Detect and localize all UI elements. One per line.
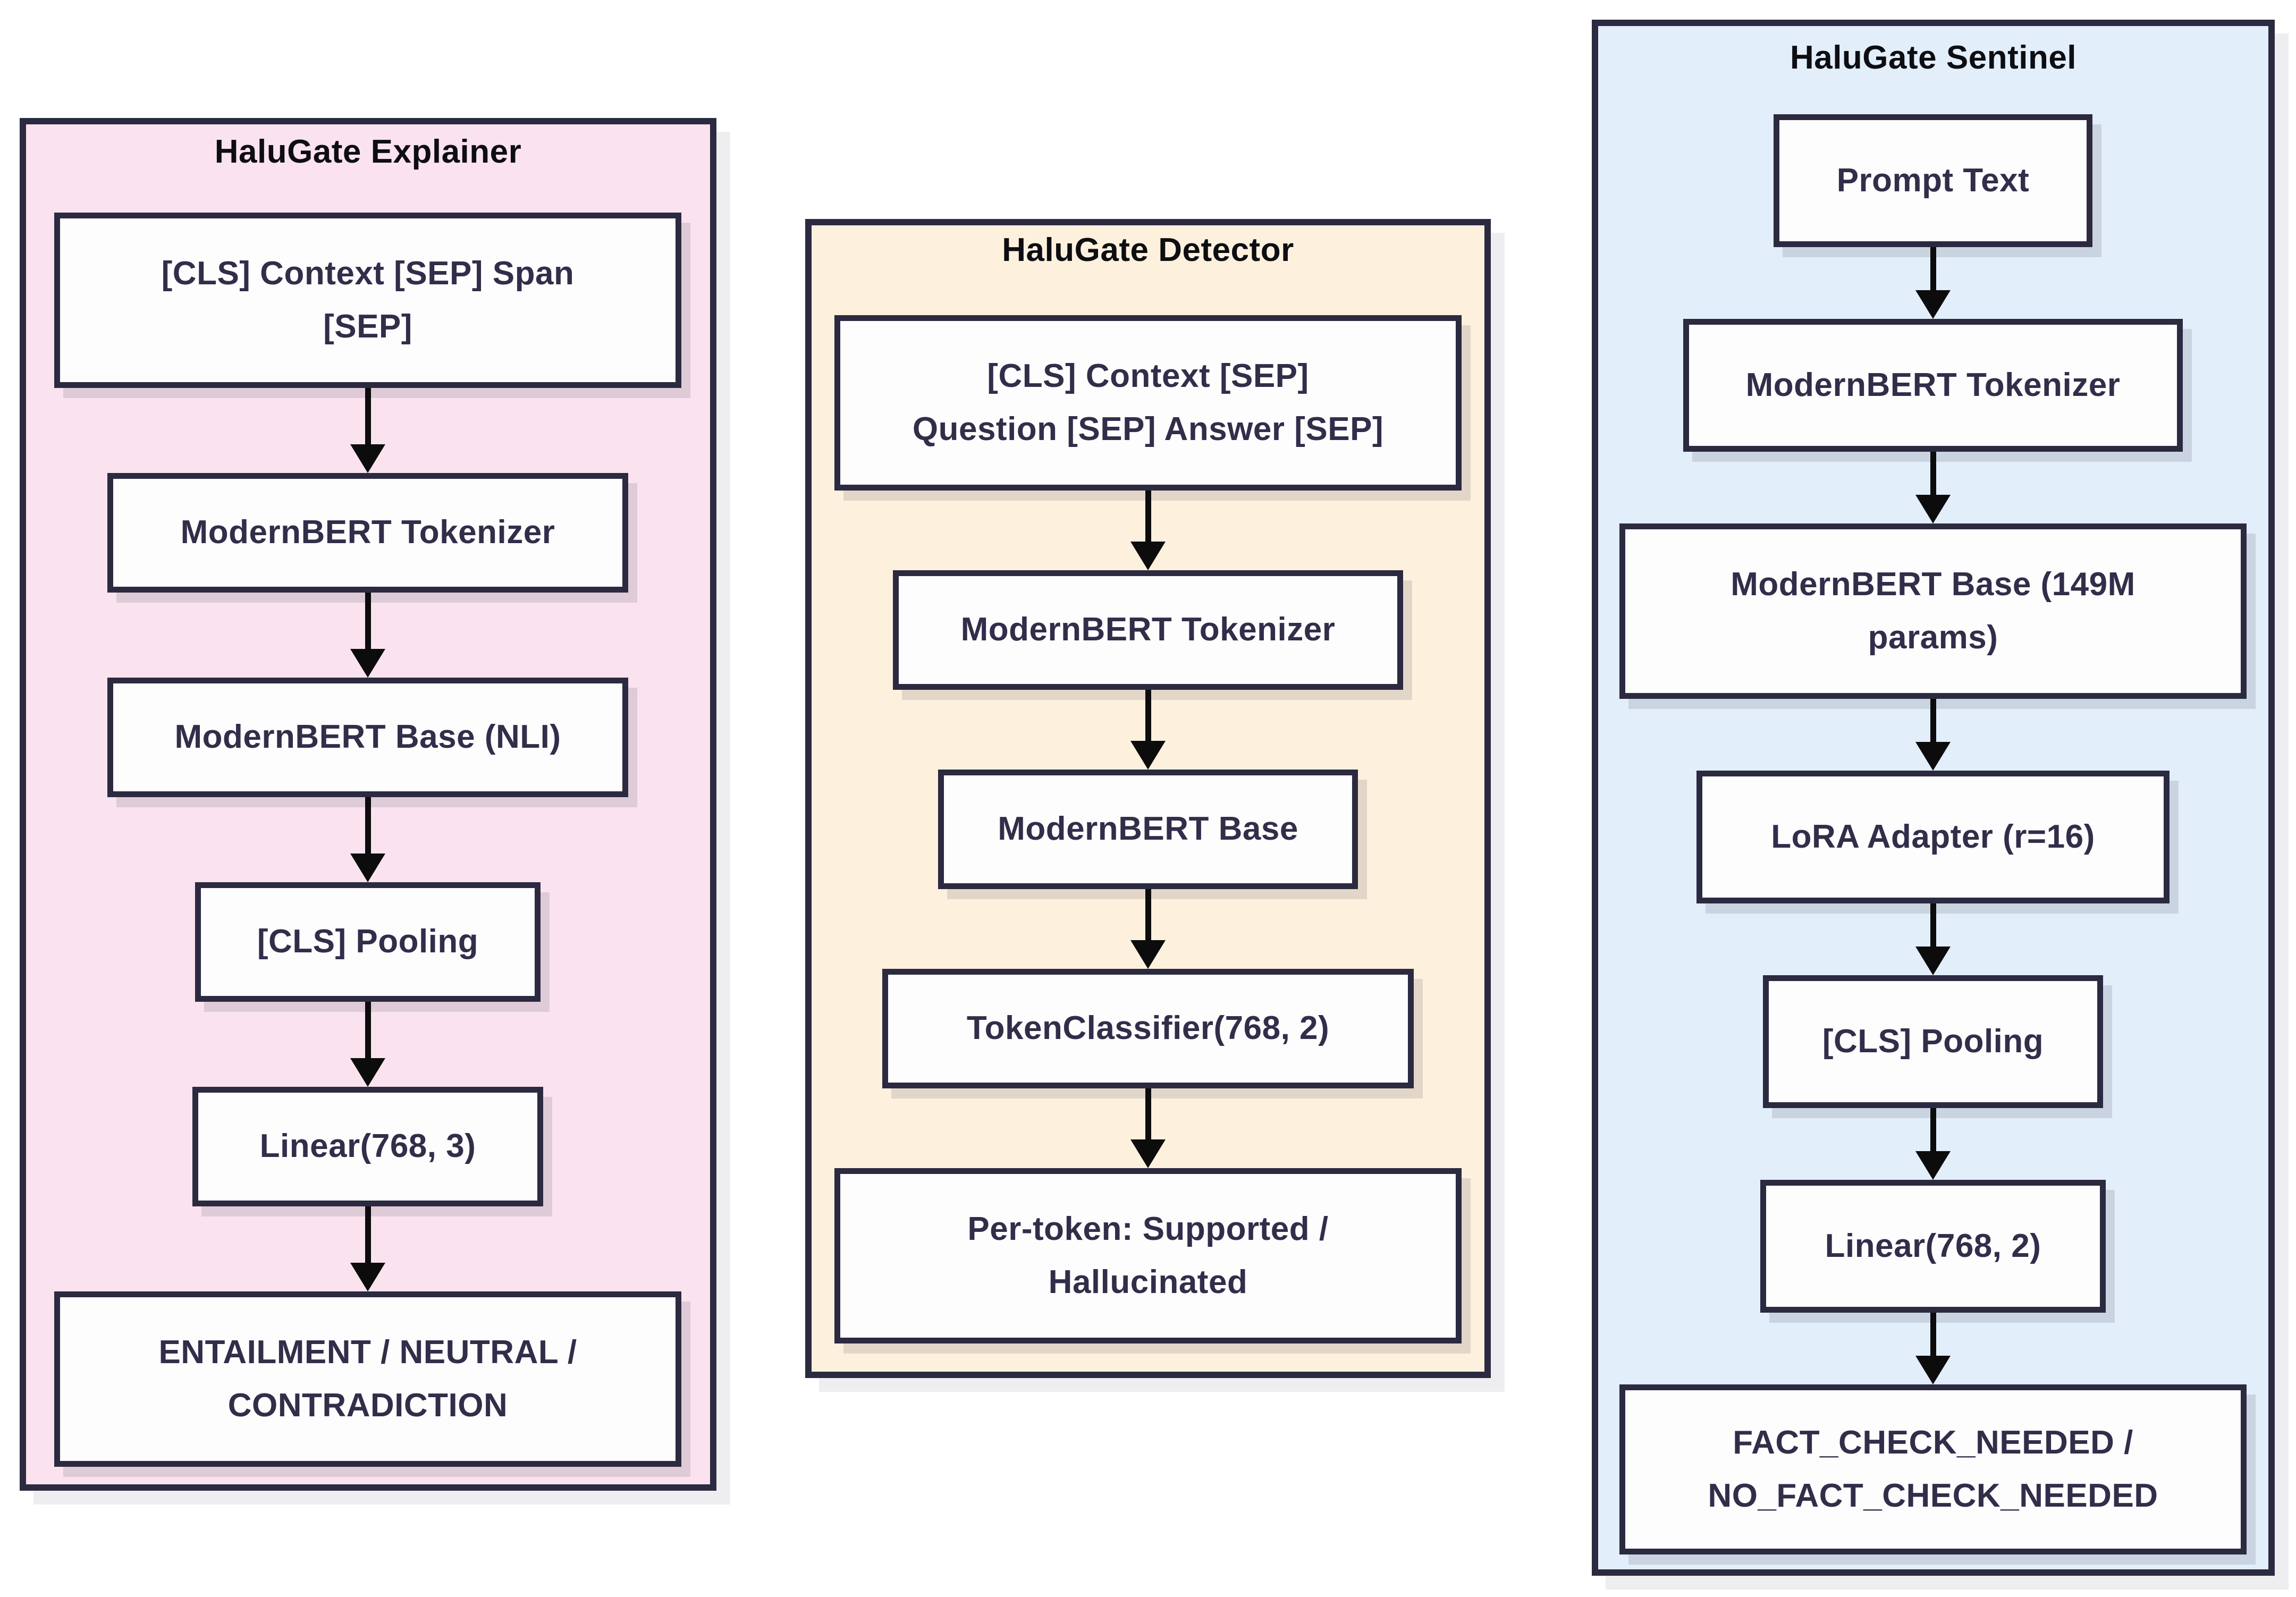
down-arrow-icon bbox=[1915, 452, 1951, 523]
box-linear-768-2: Linear(768, 2) bbox=[1760, 1180, 2106, 1313]
box-cls-context-sep-span: [CLS] Context [SEP] Span [SEP] bbox=[54, 213, 681, 388]
box-label: TokenClassifier(768, 2) bbox=[966, 1010, 1330, 1047]
panel-halugate-detector: HaluGate Detector [CLS] Context [SEP] Qu… bbox=[805, 219, 1491, 1378]
down-arrow-icon bbox=[1915, 903, 1951, 975]
box-label: ModernBERT Base (149M params) bbox=[1731, 565, 2135, 656]
box-label: Prompt Text bbox=[1836, 162, 2030, 199]
down-arrow-icon bbox=[350, 1206, 385, 1291]
box-label: Linear(768, 2) bbox=[1825, 1227, 2041, 1264]
box-fact-check-needed: FACT_CHECK_NEEDED / NO_FACT_CHECK_NEEDED bbox=[1619, 1384, 2247, 1554]
box-label: FACT_CHECK_NEEDED / NO_FACT_CHECK_NEEDED bbox=[1708, 1424, 2158, 1514]
down-arrow-icon bbox=[1915, 247, 1951, 319]
box-label: ModernBERT Tokenizer bbox=[1745, 366, 2121, 403]
box-label: [CLS] Pooling bbox=[1822, 1023, 2044, 1060]
down-arrow-icon bbox=[1915, 699, 1951, 771]
box-label: ModernBERT Tokenizer bbox=[960, 611, 1336, 648]
box-entailment-neutral-contradiction: ENTAILMENT / NEUTRAL / CONTRADICTION bbox=[54, 1291, 681, 1467]
down-arrow-icon bbox=[1130, 1088, 1166, 1168]
panel-title-explainer: HaluGate Explainer bbox=[214, 133, 522, 170]
box-label: ENTAILMENT / NEUTRAL / CONTRADICTION bbox=[158, 1333, 577, 1424]
box-modernbert-tokenizer: ModernBERT Tokenizer bbox=[107, 473, 628, 593]
box-lora-adapter-r16: LoRA Adapter (r=16) bbox=[1696, 771, 2170, 903]
box-label: ModernBERT Tokenizer bbox=[180, 514, 555, 551]
box-label: Linear(768, 3) bbox=[259, 1128, 476, 1165]
panel-title-sentinel: HaluGate Sentinel bbox=[1789, 39, 2077, 76]
box-linear-768-3: Linear(768, 3) bbox=[192, 1087, 543, 1206]
box-cls-pooling: [CLS] Pooling bbox=[195, 882, 541, 1002]
box-label: Per-token: Supported / Hallucinated bbox=[967, 1210, 1329, 1300]
panel-title-detector: HaluGate Detector bbox=[1002, 232, 1294, 268]
down-arrow-icon bbox=[350, 593, 385, 678]
panel-halugate-sentinel: HaluGate Sentinel Prompt Text ModernBERT… bbox=[1592, 20, 2275, 1576]
down-arrow-icon bbox=[1130, 491, 1166, 570]
box-label: [CLS] Pooling bbox=[257, 923, 479, 960]
box-label: LoRA Adapter (r=16) bbox=[1771, 818, 2095, 855]
down-arrow-icon bbox=[350, 797, 385, 882]
box-label: [CLS] Context [SEP] Question [SEP] Answe… bbox=[912, 357, 1384, 447]
box-cls-pooling: [CLS] Pooling bbox=[1763, 975, 2103, 1108]
box-modernbert-base: ModernBERT Base bbox=[938, 770, 1358, 889]
box-cls-context-question-answer: [CLS] Context [SEP] Question [SEP] Answe… bbox=[834, 315, 1462, 491]
box-label: ModernBERT Base (NLI) bbox=[174, 719, 561, 756]
down-arrow-icon bbox=[350, 388, 385, 473]
down-arrow-icon bbox=[1915, 1313, 1951, 1384]
down-arrow-icon bbox=[1130, 690, 1166, 770]
down-arrow-icon bbox=[1130, 889, 1166, 969]
down-arrow-icon bbox=[1915, 1108, 1951, 1180]
down-arrow-icon bbox=[350, 1002, 385, 1087]
box-modernbert-tokenizer: ModernBERT Tokenizer bbox=[893, 570, 1403, 690]
box-label: ModernBERT Base bbox=[998, 810, 1298, 848]
box-per-token-supported-hallucinated: Per-token: Supported / Hallucinated bbox=[834, 1168, 1462, 1343]
box-prompt-text: Prompt Text bbox=[1774, 114, 2092, 247]
box-tokenclassifier-768-2: TokenClassifier(768, 2) bbox=[882, 969, 1414, 1088]
panel-halugate-explainer: HaluGate Explainer [CLS] Context [SEP] S… bbox=[20, 118, 716, 1491]
box-modernbert-tokenizer: ModernBERT Tokenizer bbox=[1683, 319, 2183, 452]
box-modernbert-base-nli: ModernBERT Base (NLI) bbox=[107, 678, 628, 797]
box-label: [CLS] Context [SEP] Span [SEP] bbox=[161, 255, 575, 345]
box-modernbert-base-149m: ModernBERT Base (149M params) bbox=[1619, 523, 2247, 699]
